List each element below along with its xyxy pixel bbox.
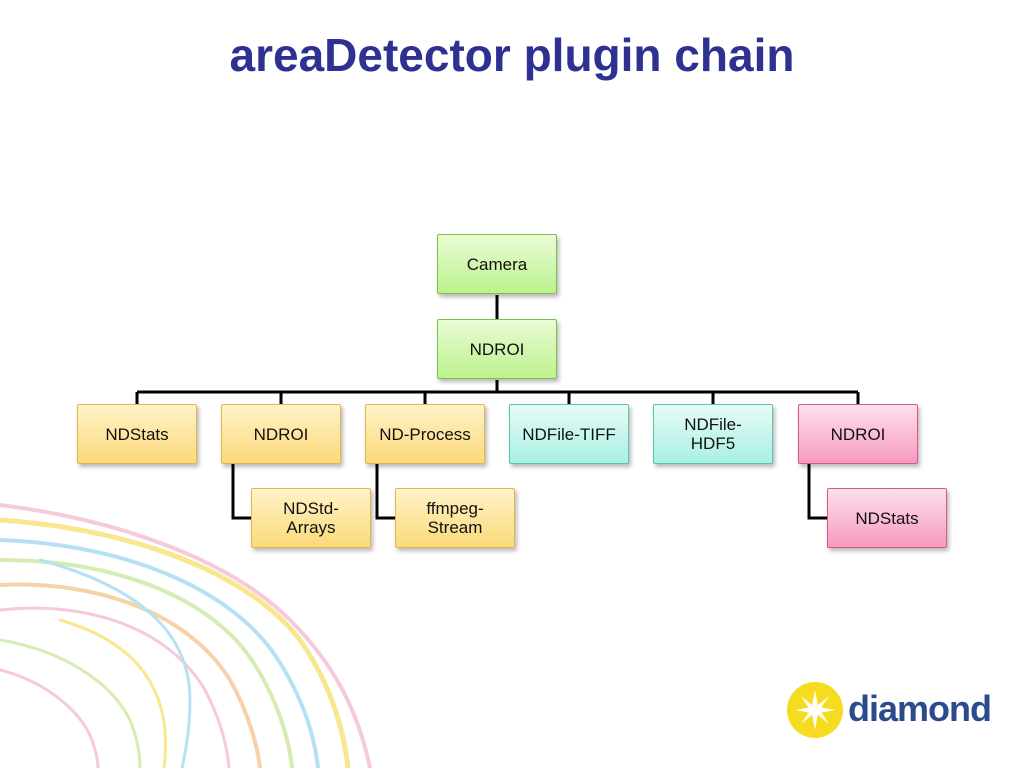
node-ndstats[interactable]: NDStats — [77, 404, 197, 464]
node-ndroi-pink[interactable]: NDROI — [798, 404, 918, 464]
node-label: NDFile-TIFF — [522, 424, 616, 444]
node-ndroi-main[interactable]: NDROI — [437, 319, 557, 379]
node-label: NDROI — [469, 339, 525, 359]
node-label: NDROI — [830, 424, 886, 444]
node-label: ffmpeg- Stream — [426, 499, 484, 537]
node-nd-process[interactable]: ND-Process — [365, 404, 485, 464]
node-ndfile-hdf5[interactable]: NDFile- HDF5 — [653, 404, 773, 464]
logo-text: diamond — [848, 688, 992, 729]
node-label: NDStats — [105, 424, 169, 444]
node-ndroi-yellow[interactable]: NDROI — [221, 404, 341, 464]
node-ndfile-tiff[interactable]: NDFile-TIFF — [509, 404, 629, 464]
node-label: ND-Process — [379, 424, 471, 444]
node-ffmpeg-stream[interactable]: ffmpeg- Stream — [395, 488, 515, 548]
node-ndstd-arrays[interactable]: NDStd- Arrays — [251, 488, 371, 548]
slide-title: areaDetector plugin chain — [229, 29, 795, 81]
node-label: NDROI — [253, 424, 309, 444]
diamond-star-icon — [787, 682, 843, 738]
node-camera[interactable]: Camera — [437, 234, 557, 294]
diamond-logo: diamond — [785, 678, 992, 742]
node-label: NDFile- HDF5 — [684, 415, 742, 453]
node-label: NDStd- Arrays — [283, 499, 339, 537]
node-ndstats-pink[interactable]: NDStats — [827, 488, 947, 548]
node-label: NDStats — [855, 508, 919, 528]
node-label: Camera — [466, 254, 528, 274]
